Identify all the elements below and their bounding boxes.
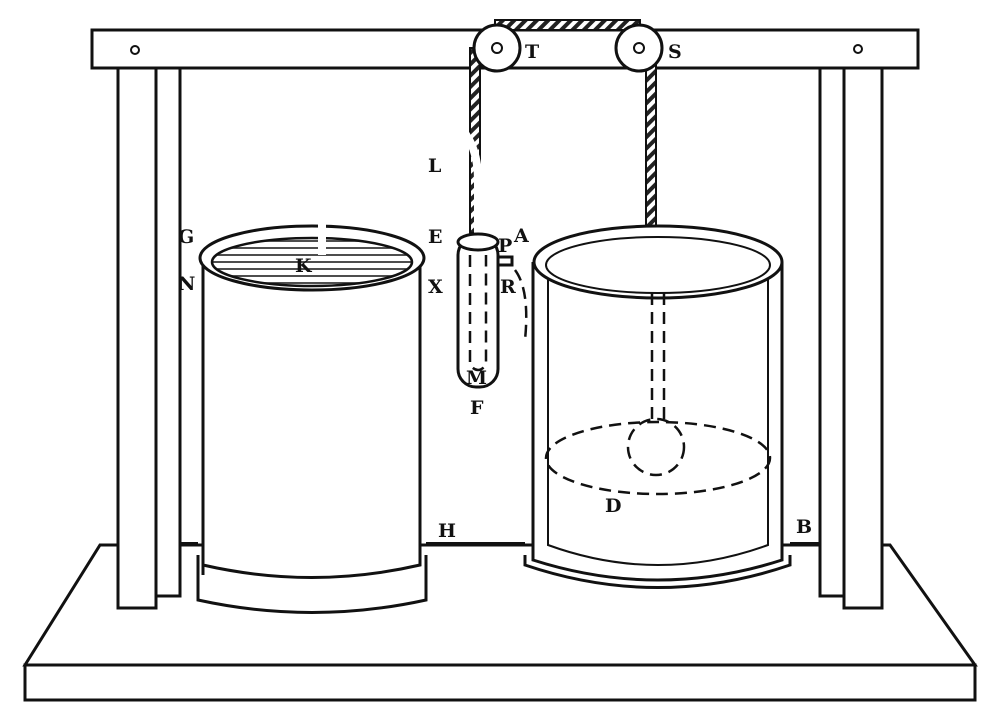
left-post (116, 66, 182, 610)
label-H: H (438, 520, 456, 542)
label-B: B (796, 516, 812, 538)
label-M: M (466, 367, 487, 389)
label-F: F (470, 397, 484, 419)
right-post (818, 66, 884, 610)
label-N: N (178, 273, 195, 295)
pulley-T (472, 23, 522, 73)
label-G: G (178, 226, 194, 248)
label-L: L (428, 155, 441, 177)
label-D: D (605, 495, 621, 517)
left-jar (196, 224, 428, 614)
label-A: A (513, 225, 529, 247)
label-E: E (428, 226, 442, 248)
label-X: X (428, 276, 443, 298)
label-S: S (668, 41, 682, 63)
float-tube (456, 232, 528, 389)
label-P: P (498, 235, 512, 257)
siphon-tube (318, 103, 482, 255)
label-R: R (500, 276, 516, 298)
right-jar (523, 224, 792, 589)
rope-top (494, 19, 641, 31)
label-T: T (525, 41, 539, 63)
pulley-S (614, 23, 664, 73)
label-K: K (295, 255, 313, 277)
